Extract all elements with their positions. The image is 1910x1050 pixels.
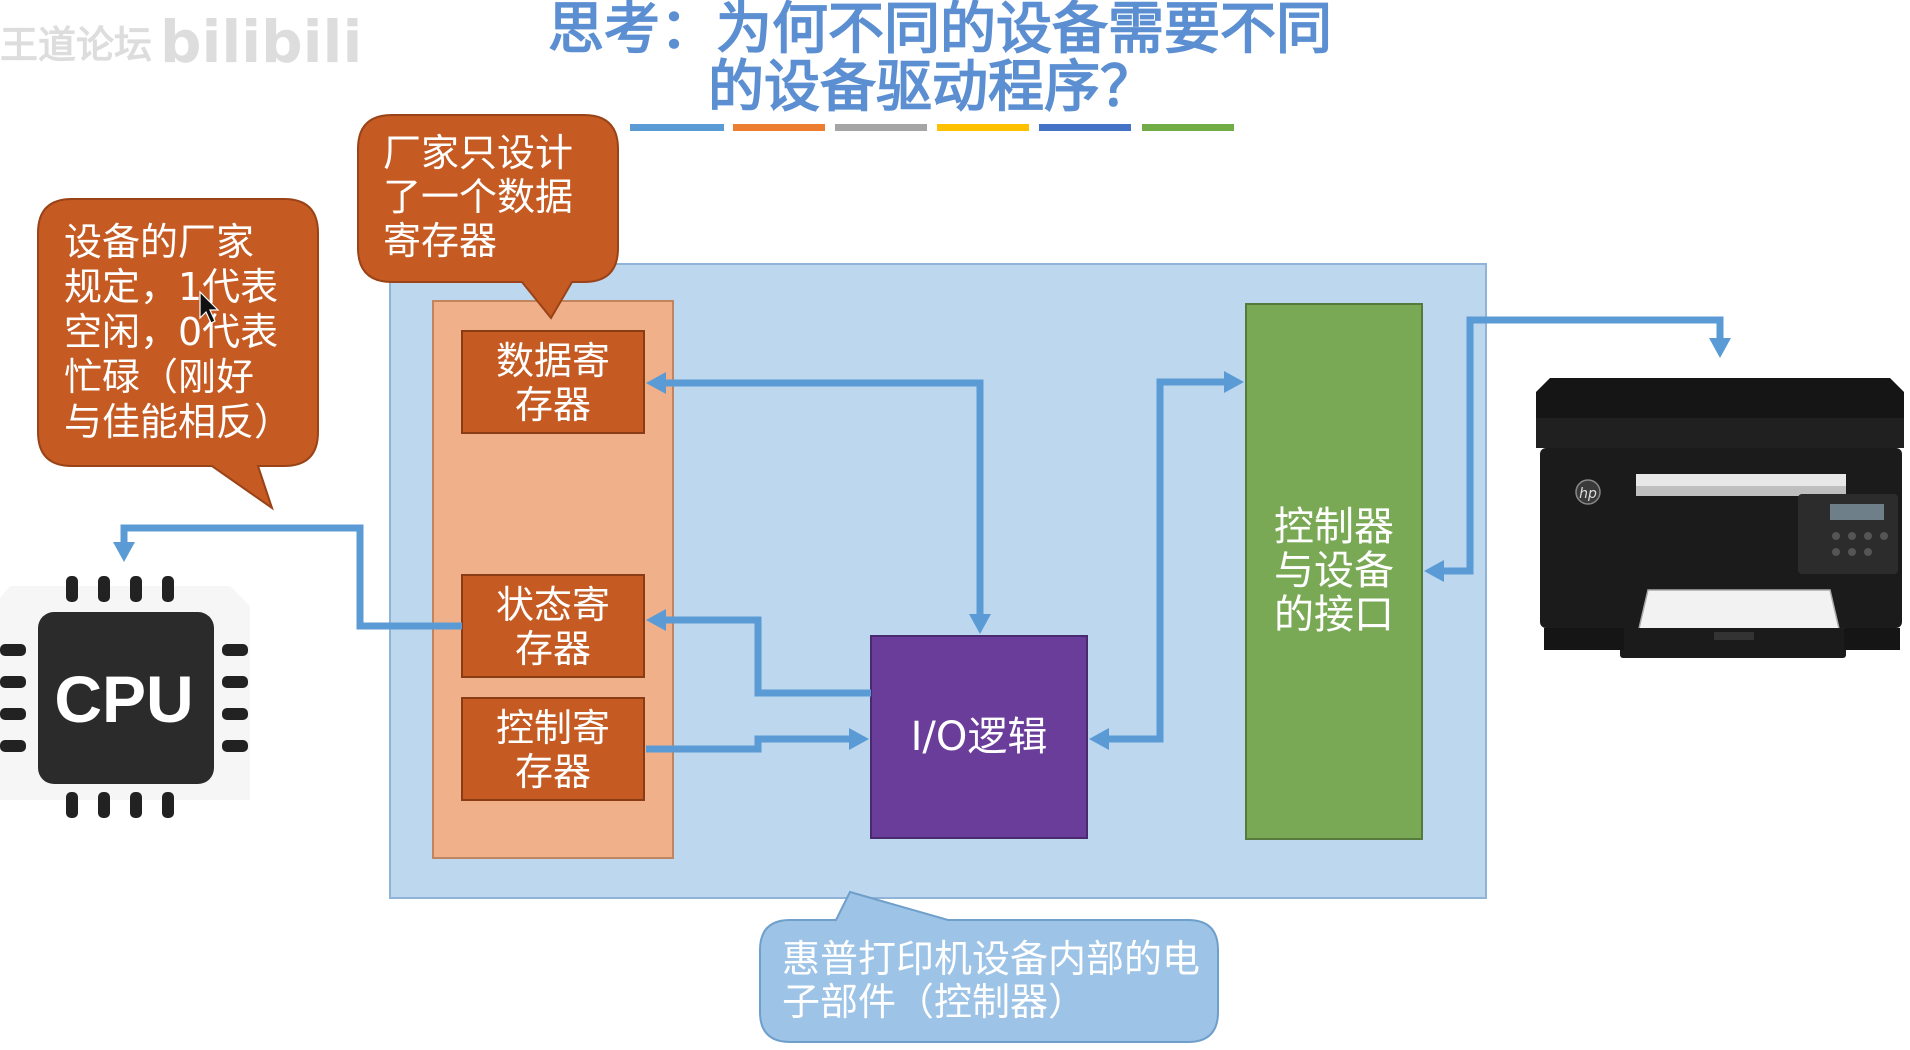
- status-register-label-2: 存器: [515, 627, 591, 671]
- cpu-chip-icon: CPU: [0, 576, 250, 818]
- page-title-line2: 的设备驱动程序？: [708, 55, 1156, 120]
- title-underline: [630, 124, 1234, 131]
- cpu-label: CPU: [54, 662, 193, 736]
- watermark: 王道论坛 bilibili: [0, 8, 362, 76]
- callout-hp-controller-note: 惠普打印机设备内部的电 子部件（控制器）: [759, 890, 1219, 1043]
- control-register-label-2: 存器: [515, 750, 591, 794]
- io-logic-label: I/O逻辑: [911, 714, 1048, 760]
- data-register-label-1: 数据寄: [496, 339, 610, 383]
- printer-icon: hp: [1536, 378, 1904, 658]
- printer-brand-logo: hp: [1579, 486, 1597, 502]
- connector-status-cpu: [120, 524, 462, 630]
- underline-bar-2: [733, 124, 825, 131]
- interface-label-2: 与设备: [1274, 548, 1394, 594]
- underline-bar-3: [835, 124, 927, 131]
- arrowhead-to-printer: [1709, 338, 1731, 358]
- control-register-label-1: 控制寄: [496, 706, 610, 750]
- callout-status-line-3: 空闲，0代表: [64, 310, 278, 354]
- connector-io-status: [660, 616, 871, 697]
- connector-data-io: [660, 379, 984, 620]
- connector-io-interface: [1105, 378, 1230, 743]
- callout-status-definition: 设备的厂家 规定，1代表 空闲，0代表 忙碌（刚好 与佳能相反）: [37, 198, 319, 511]
- callout-status-line-2: 规定，1代表: [64, 265, 278, 309]
- underline-bar-5: [1039, 124, 1131, 131]
- arrowhead-to-io-top: [969, 614, 991, 634]
- io-logic-block: I/O逻辑: [870, 635, 1088, 839]
- arrowhead-to-io-left: [849, 728, 869, 750]
- callout-data-line-3: 寄存器: [383, 219, 497, 263]
- note-line-1: 惠普打印机设备内部的电: [782, 937, 1200, 981]
- control-register: 控制寄 存器: [461, 697, 645, 801]
- arrowhead-to-interface-right: [1424, 560, 1444, 582]
- watermark-text: 王道论坛: [0, 23, 152, 67]
- underline-bar-1: [630, 124, 724, 131]
- data-register-label-2: 存器: [515, 383, 591, 427]
- callout-data-line-1: 厂家只设计: [383, 131, 573, 175]
- arrowhead-to-io-right: [1089, 728, 1109, 750]
- underline-bar-6: [1142, 124, 1234, 131]
- arrowhead-to-interface: [1224, 371, 1244, 393]
- mouse-cursor-icon: [199, 290, 220, 324]
- device-interface-block: 控制器 与设备 的接口: [1245, 303, 1423, 840]
- watermark-logo: bilibili: [160, 8, 362, 76]
- callout-data-line-2: 了一个数据: [383, 175, 573, 219]
- note-line-2: 子部件（控制器）: [782, 980, 1086, 1024]
- interface-label-3: 的接口: [1274, 592, 1394, 638]
- page-title-line1: 思考：为何不同的设备需要不同: [548, 0, 1332, 62]
- underline-bar-4: [937, 124, 1029, 131]
- callout-status-line-4: 忙碌（刚好: [64, 355, 254, 399]
- status-register-label-1: 状态寄: [496, 583, 610, 627]
- connector-interface-printer: [1438, 316, 1724, 575]
- data-register: 数据寄 存器: [461, 330, 645, 434]
- interface-label-1: 控制器: [1274, 504, 1394, 550]
- status-register: 状态寄 存器: [461, 574, 645, 678]
- arrowhead-to-cpu: [113, 542, 135, 562]
- arrowhead-to-status-register: [646, 609, 666, 631]
- callout-status-line-1: 设备的厂家: [64, 220, 254, 264]
- callout-data-register: 厂家只设计 了一个数据 寄存器: [357, 114, 619, 320]
- callout-status-line-5: 与佳能相反）: [64, 400, 292, 444]
- connector-control-io: [646, 735, 853, 753]
- arrowhead-to-data-register: [646, 372, 666, 394]
- connectors: [113, 316, 1731, 753]
